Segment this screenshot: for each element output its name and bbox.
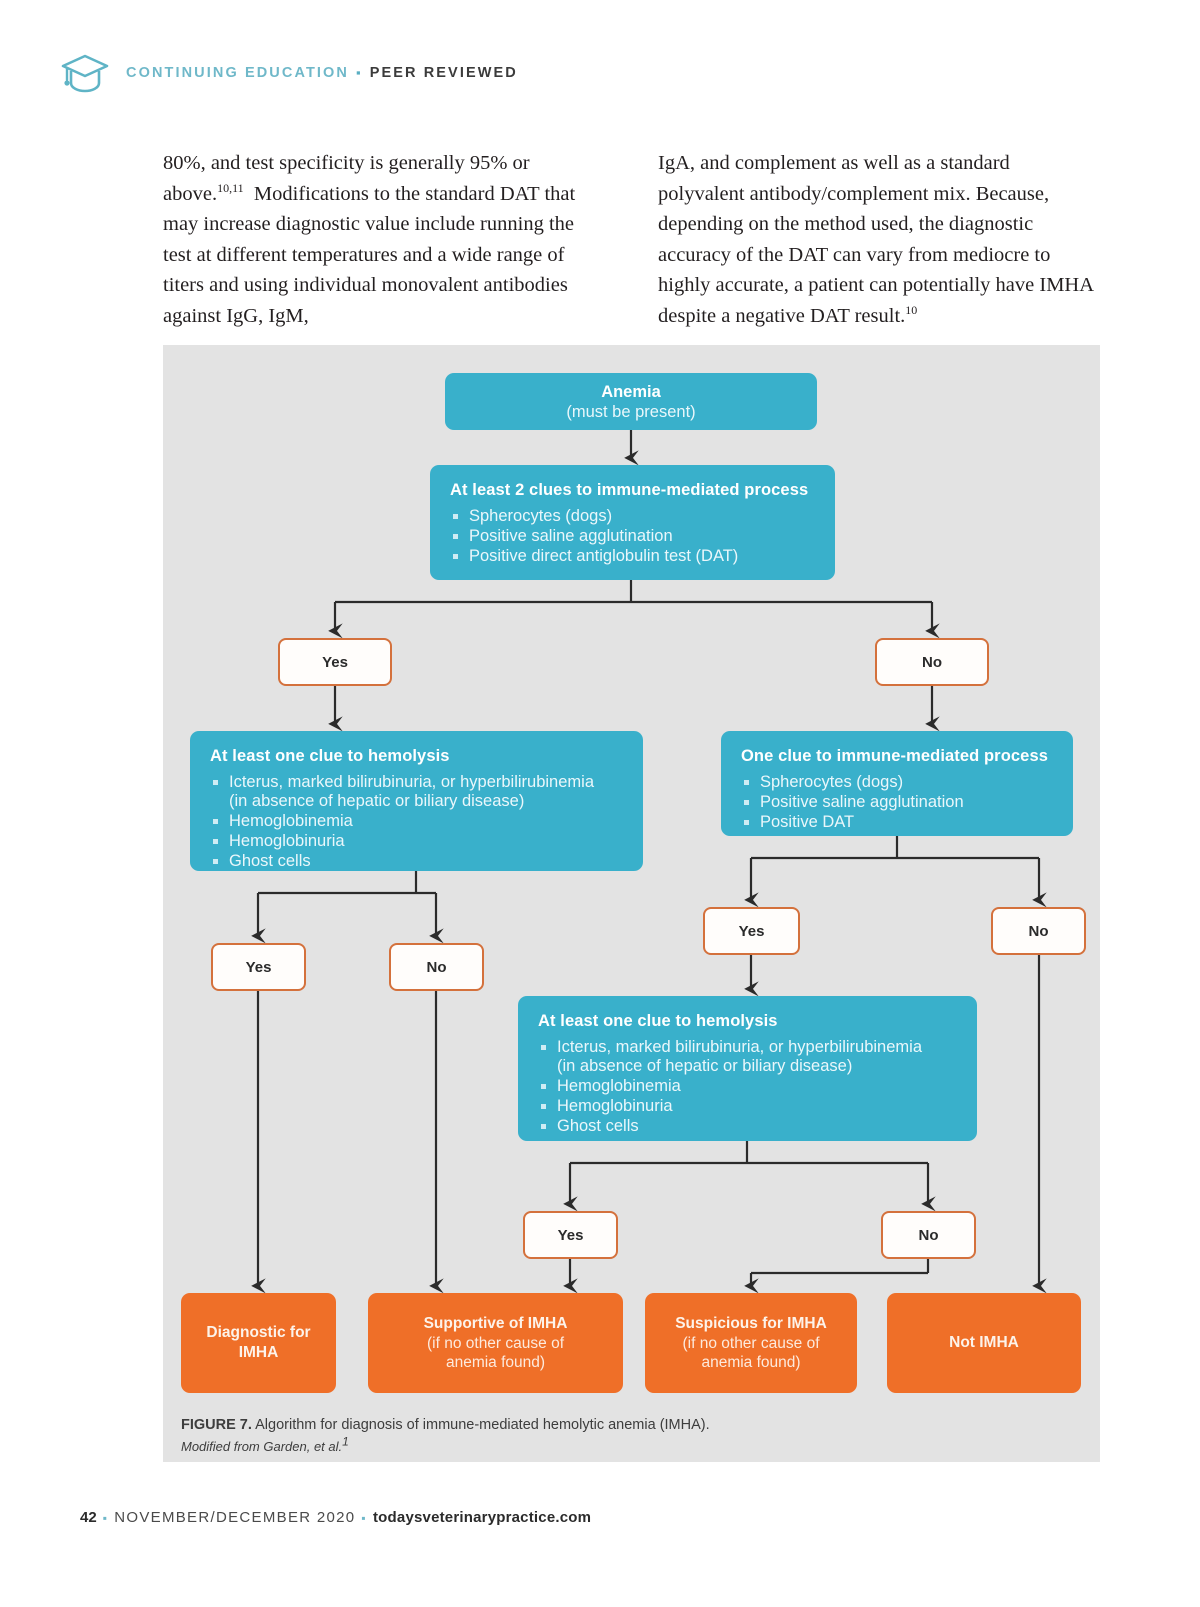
list-item: Spherocytes (dogs): [450, 507, 815, 526]
outcome-line-3: anemia found): [445, 1354, 546, 1371]
node-hemolysis-left: At least one clue to hemolysis Icterus, …: [190, 731, 643, 871]
page-number: 42: [80, 1509, 97, 1526]
header-label: CONTINUING EDUCATION ▪ PEER REVIEWED: [126, 65, 518, 81]
page-header: CONTINUING EDUCATION ▪ PEER REVIEWED: [60, 52, 518, 94]
left-column-text: 80%, and test specificity is generally 9…: [163, 152, 576, 327]
right-column-superscript: 10: [905, 302, 918, 317]
node-one-clue: One clue to immune-mediated process Sphe…: [721, 731, 1073, 836]
list-item: Spherocytes (dogs): [741, 773, 1053, 792]
figure-panel: Anemia (must be present) At least 2 clue…: [163, 345, 1100, 1462]
page-footer: 42 ▪ NOVEMBER/DECEMBER 2020 ▪ todaysveterina…: [80, 1509, 591, 1526]
clues2-list: Spherocytes (dogs) Positive saline agglu…: [450, 507, 815, 566]
outcome-not-imha: Not IMHA: [887, 1293, 1081, 1393]
graduation-cap-icon: [60, 52, 110, 94]
outcome-supportive-of-imha: Supportive of IMHA (if no other cause of…: [368, 1293, 623, 1393]
list-item: Icterus, marked bilirubinuria, or hyperb…: [538, 1038, 957, 1075]
body-right-column: IgA, and complement as well as a standar…: [658, 148, 1100, 331]
caption-label: FIGURE 7.: [181, 1417, 252, 1433]
issue-date: NOVEMBER/DECEMBER 2020: [114, 1509, 356, 1526]
outcome-diagnostic-for-imha: Diagnostic for IMHA: [181, 1293, 336, 1393]
body-left-column: 80%, and test specificity is generally 9…: [163, 148, 603, 331]
list-item-subtext: (in absence of hepatic or biliary diseas…: [557, 1056, 853, 1075]
anemia-subtitle: (must be present): [566, 402, 696, 421]
list-item: Hemoglobinuria: [538, 1097, 957, 1116]
list-item-subtext: (in absence of hepatic or biliary diseas…: [229, 791, 525, 810]
left-column-superscript: 10,11: [217, 180, 244, 195]
list-item: Ghost cells: [210, 852, 623, 871]
decision-no-1[interactable]: No: [875, 638, 989, 686]
continuing-education-label: CONTINUING EDUCATION: [126, 65, 349, 81]
outcome-line-2: (if no other cause of: [427, 1335, 564, 1352]
decision-no-2[interactable]: No: [389, 943, 484, 991]
hemolysis-left-list: Icterus, marked bilirubinuria, or hyperb…: [210, 773, 623, 870]
outcome-line-1: Suspicious for IMHA: [675, 1315, 827, 1332]
hemolysis-mid-list: Icterus, marked bilirubinuria, or hyperb…: [538, 1038, 957, 1135]
hemolysis-left-title: At least one clue to hemolysis: [210, 747, 450, 765]
decision-no-3[interactable]: No: [991, 907, 1086, 955]
outcome-line-1: Not IMHA: [949, 1334, 1019, 1351]
list-item: Positive saline agglutination: [450, 527, 815, 546]
node-anemia: Anemia (must be present): [445, 373, 817, 430]
list-item: Hemoglobinuria: [210, 832, 623, 851]
list-item-text: Icterus, marked bilirubinuria, or hyperb…: [557, 1038, 922, 1056]
header-separator-icon: ▪: [355, 65, 363, 80]
decision-yes-4[interactable]: Yes: [523, 1211, 618, 1259]
one-clue-list: Spherocytes (dogs) Positive saline agglu…: [741, 773, 1053, 832]
footer-separator-icon: ▪: [102, 1511, 109, 1525]
caption-source-superscript: 1: [342, 1434, 349, 1449]
outcome-suspicious-for-imha: Suspicious for IMHA (if no other cause o…: [645, 1293, 857, 1393]
outcome-line-1: Supportive of IMHA: [423, 1315, 568, 1332]
list-item: Hemoglobinemia: [538, 1077, 957, 1096]
node-at-least-2-clues: At least 2 clues to immune-mediated proc…: [430, 465, 835, 580]
right-column-text: IgA, and complement as well as a standar…: [658, 152, 1093, 327]
website-url: todaysveterinarypractice.com: [372, 1509, 592, 1526]
list-item: Hemoglobinemia: [210, 812, 623, 831]
list-item: Icterus, marked bilirubinuria, or hyperb…: [210, 773, 623, 810]
list-item: Ghost cells: [538, 1117, 957, 1136]
caption-source: Modified from Garden, et al.1: [181, 1434, 1041, 1456]
caption-source-text: Modified from Garden, et al.: [181, 1439, 343, 1454]
outcome-line-1: Diagnostic for: [206, 1324, 311, 1341]
decision-yes-2[interactable]: Yes: [211, 943, 306, 991]
peer-reviewed-label: PEER REVIEWED: [369, 65, 518, 81]
outcome-line-2: IMHA: [238, 1344, 279, 1361]
hemolysis-mid-title: At least one clue to hemolysis: [538, 1012, 778, 1030]
caption-line: FIGURE 7. Algorithm for diagnosis of imm…: [181, 1415, 1041, 1435]
decision-yes-3[interactable]: Yes: [703, 907, 800, 955]
list-item: Positive DAT: [741, 813, 1053, 832]
outcome-line-2: (if no other cause of: [682, 1335, 820, 1352]
footer-separator-icon-2: ▪: [361, 1511, 367, 1525]
flowchart-connectors: [251, 430, 1047, 1294]
one-clue-title: One clue to immune-mediated process: [741, 747, 1048, 765]
outcome-line-3: anemia found): [701, 1354, 801, 1371]
node-hemolysis-mid: At least one clue to hemolysis Icterus, …: [518, 996, 977, 1141]
list-item: Positive saline agglutination: [741, 793, 1053, 812]
list-item: Positive direct antiglobulin test (DAT): [450, 547, 815, 566]
decision-no-4[interactable]: No: [881, 1211, 976, 1259]
figure-caption: FIGURE 7. Algorithm for diagnosis of imm…: [181, 1415, 1041, 1456]
decision-yes-1[interactable]: Yes: [278, 638, 392, 686]
list-item-text: Icterus, marked bilirubinuria, or hyperb…: [229, 773, 594, 791]
clues2-title: At least 2 clues to immune-mediated proc…: [450, 481, 809, 499]
caption-text: Algorithm for diagnosis of immune-mediat…: [251, 1417, 710, 1433]
anemia-title: Anemia: [601, 382, 661, 401]
